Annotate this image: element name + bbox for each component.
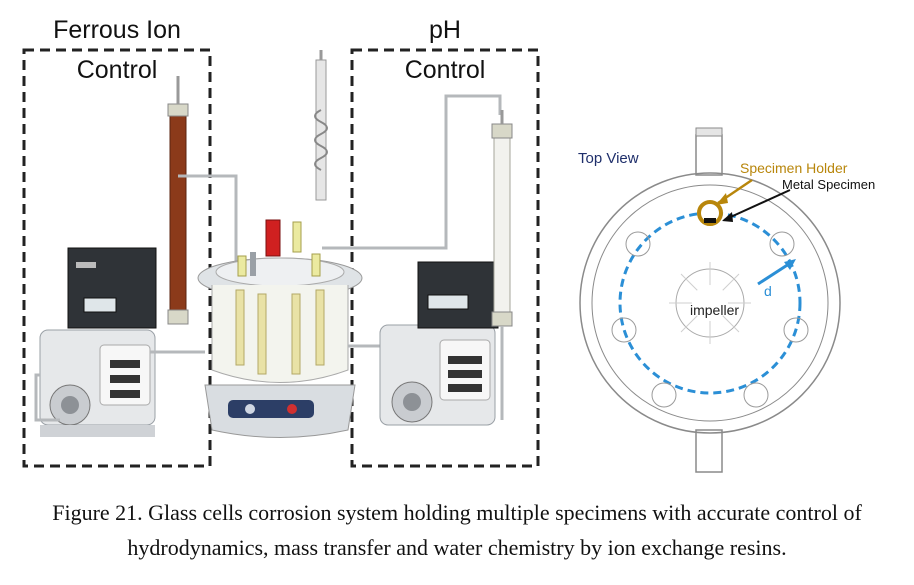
center-reactor [197,50,363,438]
figure-caption: Figure 21. Glass cells corrosion system … [0,495,914,565]
ph-control-box [350,48,540,468]
ph-line2: Control [404,56,486,84]
left-pump [39,247,157,437]
right-resin-column [491,110,513,420]
outer-vessel-circle [579,172,841,434]
top-view-diagram [579,127,841,473]
ph-control-label: Control [352,56,538,85]
ferrous-ion-line1: Ferrous Ion [53,16,181,44]
ferrous-ion-line2: Control [76,56,158,84]
right-pump [379,261,499,426]
caption-line2: hydrodynamics, mass transfer and water c… [127,535,787,561]
top-view-title: Top View [578,150,639,167]
radius-d-label: d [764,283,772,299]
impeller-label: impeller [690,302,740,318]
specimen-holder-label: Specimen Holder [740,160,848,176]
caption-line1: Figure 21. Glass cells corrosion system … [52,500,862,525]
ferrous-ion-label: Ferrous Ion [24,16,210,45]
metal-specimen-label: Metal Specimen [782,177,876,192]
ferrous-ion-control-box [22,48,212,468]
ferrous-control-label: Control [24,56,210,85]
left-resin-column [167,76,189,325]
ph-line1: pH [429,16,461,44]
ph-label: pH [352,16,538,45]
